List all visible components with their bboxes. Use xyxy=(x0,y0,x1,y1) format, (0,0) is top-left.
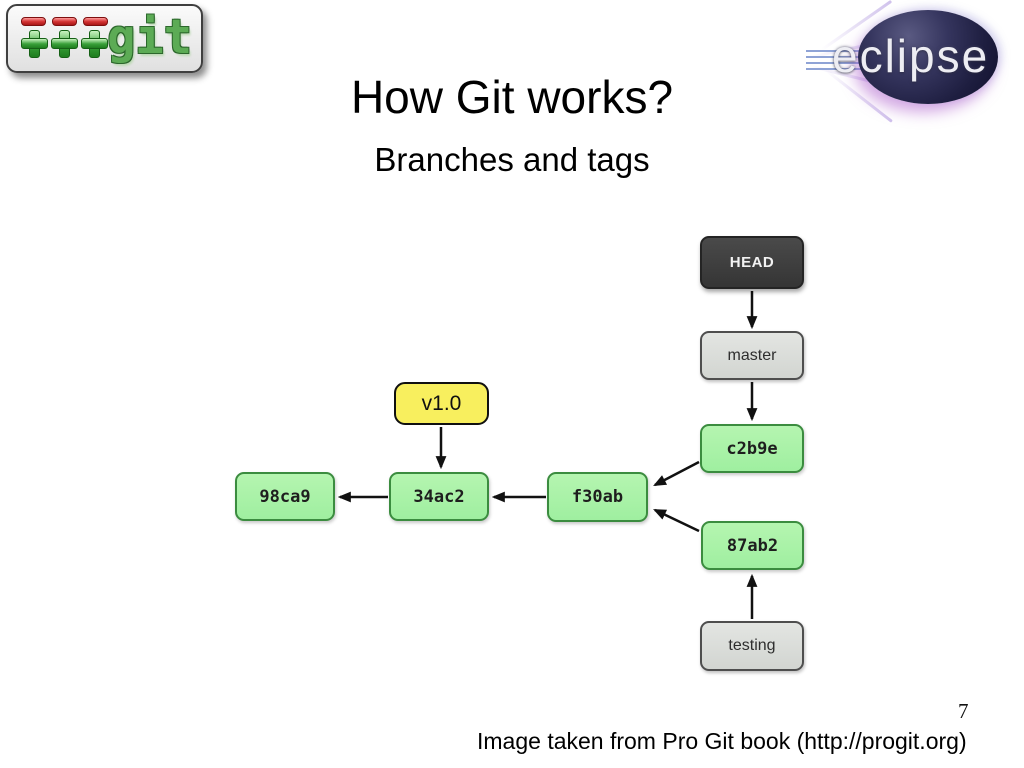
image-credit-caption: Image taken from Pro Git book (http://pr… xyxy=(477,728,967,754)
eclipse-sphere-icon xyxy=(858,10,998,104)
plus-icon xyxy=(81,30,108,58)
head-pointer-node: HEAD xyxy=(700,236,804,289)
page-subtitle: Branches and tags xyxy=(374,141,650,178)
git-logo-wordmark: git xyxy=(107,10,192,65)
commit-node-98ca9: 98ca9 xyxy=(235,472,335,521)
git-diff-symbols xyxy=(21,17,113,58)
arrow-c2b9e-to-f30ab xyxy=(653,460,700,487)
minus-row xyxy=(21,17,113,26)
tag-node-v1.0: v1.0 xyxy=(394,382,489,425)
arrow-87ab2-to-f30ab xyxy=(653,508,700,533)
commit-node-f30ab: f30ab xyxy=(547,472,648,522)
page-title: How Git works? xyxy=(350,71,674,123)
branch-node-master: master xyxy=(700,331,804,380)
plus-row xyxy=(21,30,113,58)
eclipse-logo: eclipse xyxy=(806,0,1024,123)
minus-icon xyxy=(52,17,77,26)
commit-node-c2b9e: c2b9e xyxy=(700,424,804,473)
eclipse-logo-wordmark: eclipse xyxy=(832,30,990,82)
commit-node-34ac2: 34ac2 xyxy=(389,472,489,521)
minus-icon xyxy=(21,17,46,26)
commit-node-87ab2: 87ab2 xyxy=(701,521,804,570)
page-number: 7 xyxy=(958,699,969,723)
plus-icon xyxy=(21,30,48,58)
eclipse-lines xyxy=(806,50,898,74)
git-logo: git xyxy=(6,4,203,73)
minus-icon xyxy=(83,17,108,26)
branch-node-testing: testing xyxy=(700,621,804,671)
plus-icon xyxy=(51,30,78,58)
